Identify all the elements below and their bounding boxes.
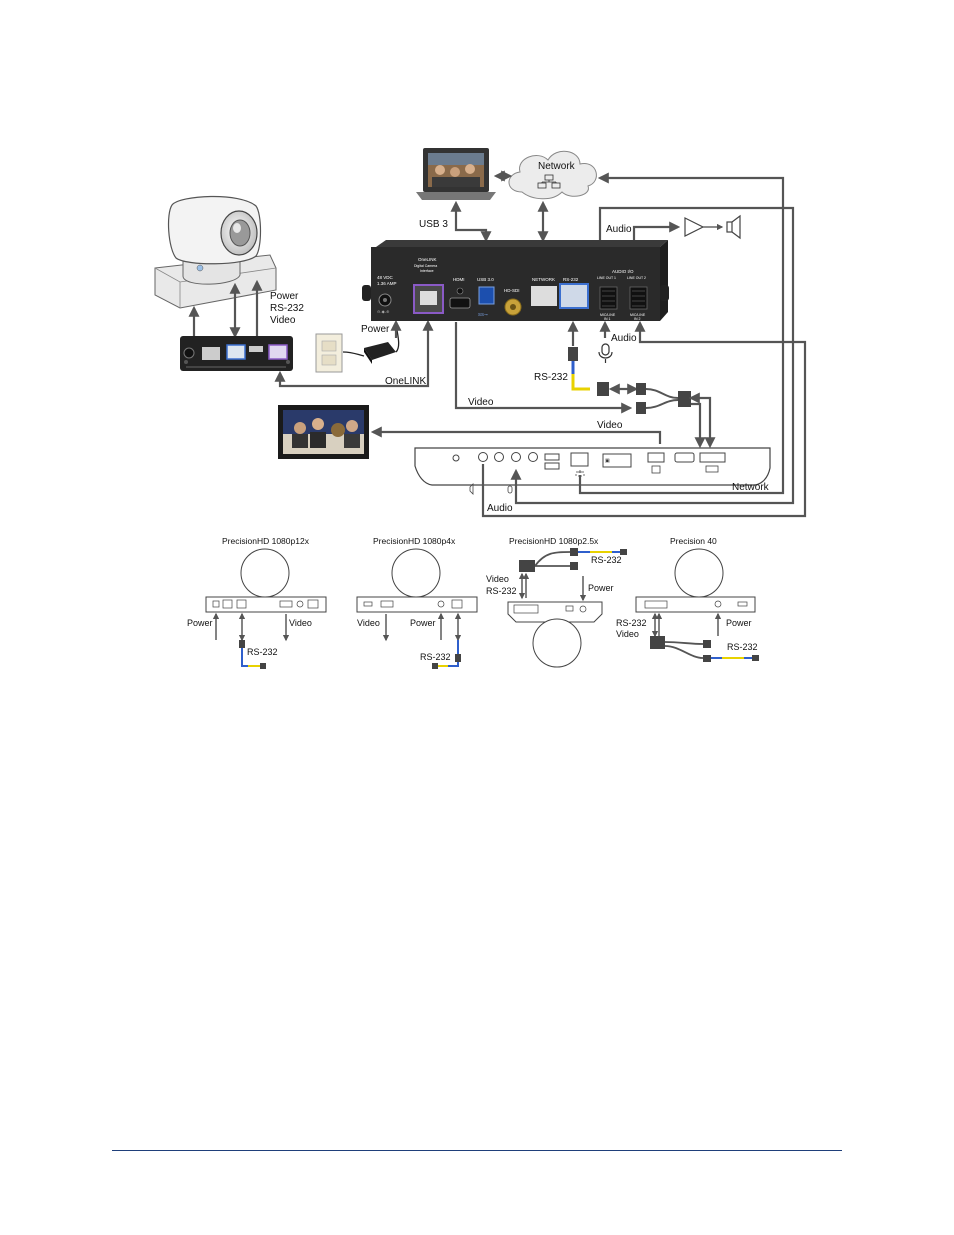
footer-rule	[112, 1150, 842, 1151]
onelink-bridge: ⊖-◆-⊕ SS⊸	[362, 240, 669, 321]
camera-variant-1080p4x: PrecisionHD 1080p4x Video Power RS-232	[356, 536, 478, 669]
bridge-dc-label: 48 VDC	[377, 275, 394, 280]
bridge-line-out-1: LINE OUT 1	[597, 276, 616, 280]
cam4-video-label: Video	[616, 629, 639, 639]
bridge-mic-line-1a: MIC/LINE	[600, 313, 616, 317]
codec: ▣	[414, 447, 771, 495]
bridge-network-port-label: NETWORK	[532, 277, 555, 282]
video-label-bridge: Video	[468, 397, 494, 408]
camera-title-1080p2-5x: PrecisionHD 1080p2.5x	[509, 536, 599, 546]
bridge-onelink-label: OneLINK	[418, 257, 437, 262]
usb3-label: USB 3	[419, 219, 448, 230]
rs232-label-main: RS-232	[534, 372, 568, 383]
rs232-adapter	[597, 382, 609, 396]
network-label-codec: Network	[732, 482, 770, 493]
ptz-camera	[154, 195, 277, 309]
audio-return-wire	[510, 206, 795, 505]
rs232-label: RS-232	[270, 303, 304, 314]
wall-outlet	[315, 333, 343, 373]
cam1-power-label: Power	[187, 618, 213, 628]
codec-rs232-wire	[688, 392, 716, 449]
bridge-onelink-sub1: Digital Camera	[414, 264, 437, 268]
onelink-label: OneLINK	[385, 376, 426, 387]
bridge-power-label: Power	[361, 324, 390, 335]
audio-label-codec: Audio	[487, 503, 513, 514]
svg-text:SS⊸: SS⊸	[478, 312, 488, 317]
bridge-rs232-port-label: RS-232	[563, 277, 579, 282]
camera-title-1080p4x: PrecisionHD 1080p4x	[373, 536, 456, 546]
bridge-hdsdi-label: HD-SDI	[504, 288, 520, 293]
cam3-power-label: Power	[588, 583, 614, 593]
svg-text:▣: ▣	[605, 458, 610, 464]
cam3-rs232-label: RS-232	[486, 586, 517, 596]
cam4-rs232-label: RS-232	[616, 618, 647, 628]
camera-variant-1080p2-5x: PrecisionHD 1080p2.5x RS-232 Video RS-23…	[486, 536, 627, 668]
bridge-mic-line-2a: MIC/LINE	[630, 313, 646, 317]
splitter-cable	[645, 388, 679, 409]
bridge-mic-line-1b: IN 1	[604, 317, 610, 321]
rs232-cable-yellow	[571, 374, 590, 391]
microphone-icon	[598, 343, 613, 363]
cam3-video-label: Video	[486, 574, 509, 584]
display	[278, 405, 369, 459]
video-label-display: Video	[597, 420, 623, 431]
onelink-cable	[274, 319, 434, 388]
bridge-audio-io-label: AUDIO I/O	[612, 269, 634, 274]
video-splitter-end	[636, 402, 646, 414]
laptop	[416, 148, 496, 200]
cam1-video-label: Video	[289, 618, 312, 628]
audio-in-label: Audio	[611, 333, 637, 344]
audio-out-label: Audio	[606, 224, 632, 235]
video-label: Video	[270, 315, 296, 326]
onelink-camera-interface	[180, 336, 293, 371]
network-cloud-label: Network	[538, 161, 576, 172]
network-cloud-icon	[508, 150, 597, 200]
camera-variant-1080p12x: PrecisionHD 1080p12x Power Video RS-232	[187, 536, 327, 669]
audio-out-link	[632, 221, 681, 240]
bridge-panel-labels: 48 VDC 1.36 AMP OneLINK Digital Camera I…	[377, 257, 646, 321]
camera-title-1080p12x: PrecisionHD 1080p12x	[222, 536, 310, 546]
bridge-line-out-2: LINE OUT 2	[627, 276, 646, 280]
bridge-usb-label: USB 3.0	[477, 277, 494, 282]
bridge-dc-amp-label: 1.36 AMP	[377, 281, 397, 286]
cam2-rs232-label: RS-232	[420, 652, 451, 662]
camera-title-precision-40: Precision 40	[670, 536, 717, 546]
bridge-mic-line-2b: IN 2	[634, 317, 640, 321]
display-video-wire	[370, 426, 662, 444]
codec-audio-wire	[481, 320, 807, 518]
cam1-rs232-label: RS-232	[247, 647, 278, 657]
bridge-hdmi-label: HDMI	[453, 277, 465, 282]
codec-video-wire	[691, 402, 706, 449]
cam4-power-label: Power	[726, 618, 752, 628]
speaker-icon	[684, 214, 741, 240]
camera-variant-precision-40: Precision 40 RS-232 Video Power RS-232	[616, 536, 759, 662]
bridge-video-wire	[454, 322, 633, 414]
cam2-video-label: Video	[357, 618, 380, 628]
rs232-splitter-end	[636, 383, 646, 395]
power-label: Power	[270, 291, 299, 302]
codec-network-wire	[578, 172, 785, 495]
splitter-head	[678, 391, 691, 407]
cam3-rs232-top-label: RS-232	[591, 555, 622, 565]
rs232-connector	[568, 347, 578, 361]
cam4-rs232-right-label: RS-232	[727, 642, 758, 652]
bridge-onelink-sub2: Interface	[420, 269, 434, 273]
usb3-link	[450, 200, 492, 243]
cam2-power-label: Power	[410, 618, 436, 628]
svg-text:⊖-◆-⊕: ⊖-◆-⊕	[377, 309, 389, 314]
